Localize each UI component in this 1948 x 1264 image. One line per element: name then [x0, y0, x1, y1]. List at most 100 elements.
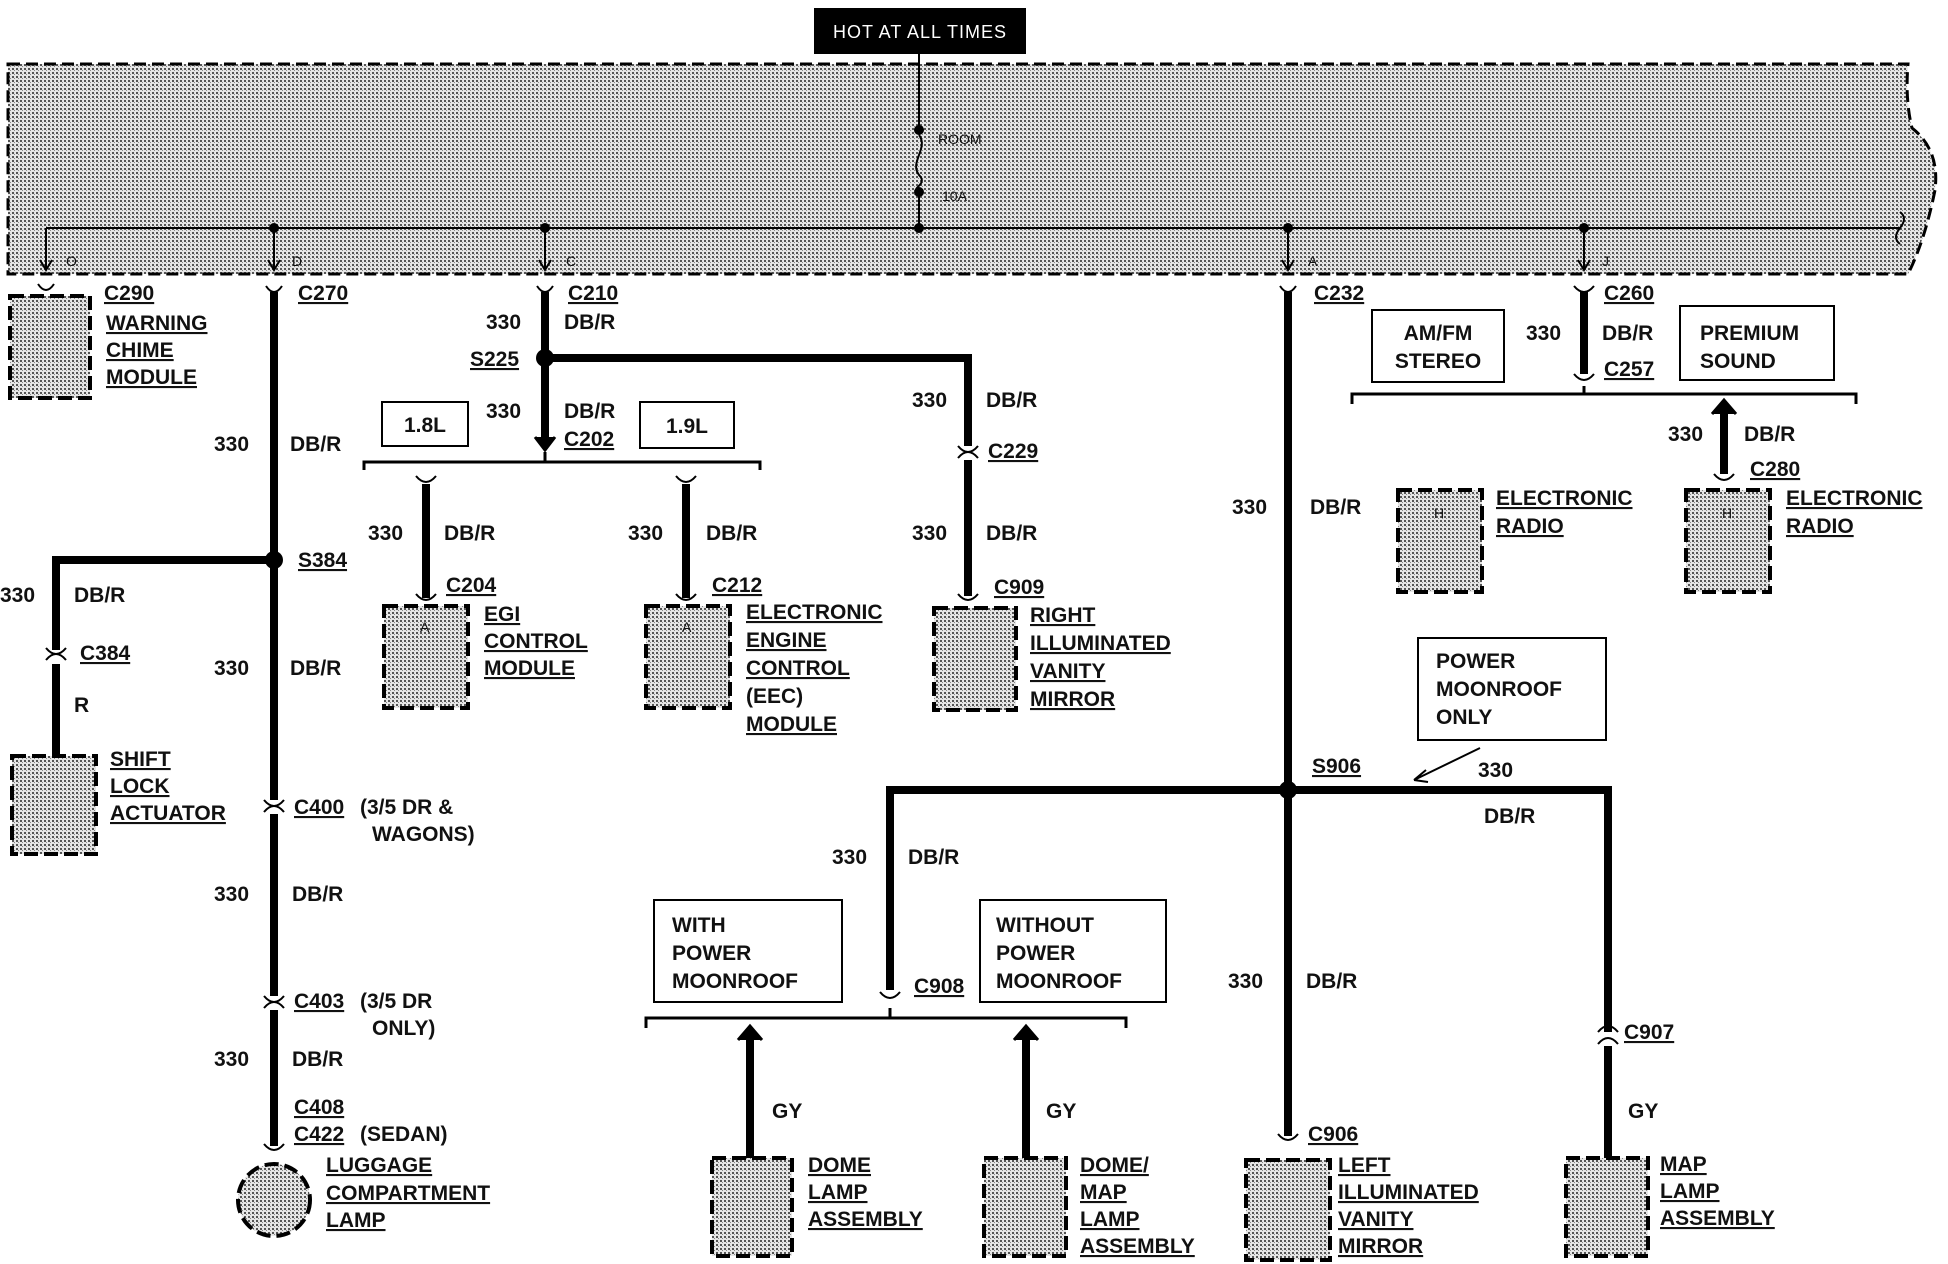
- c408-label: C408: [294, 1096, 345, 1119]
- wire-egi-circuit: 330: [368, 522, 403, 545]
- engine-bracket: [362, 452, 762, 470]
- luggage-line3: LAMP: [326, 1209, 386, 1232]
- pin-drop-j: [1577, 228, 1591, 272]
- c202-label: C202: [564, 428, 614, 451]
- fuse-label-amp: 10A: [942, 188, 968, 204]
- header-title: HOT AT ALL TIMES: [833, 22, 1007, 42]
- electronic-radio-premium: [1684, 488, 1772, 594]
- egi-line1: EGI: [484, 603, 520, 626]
- c907-label: C907: [1624, 1021, 1674, 1044]
- amfm-line1: AM/FM: [1404, 322, 1473, 345]
- dome-map-lamp-assembly: [982, 1156, 1068, 1258]
- c422-note: (SEDAN): [360, 1123, 448, 1146]
- c280-connector: [1713, 473, 1735, 481]
- radio2-line2: RADIO: [1786, 515, 1854, 538]
- without-line2: POWER: [996, 942, 1075, 965]
- wire-shift-circuit: 330: [0, 584, 35, 607]
- wire-domemap-gy: GY: [1046, 1100, 1076, 1123]
- c232-connector: [1279, 285, 1297, 293]
- pin-drop-a: [1281, 228, 1295, 272]
- c906-connector: [1277, 1133, 1299, 1141]
- eec-line1: ELECTRONIC: [746, 601, 883, 624]
- pin-d-label: D: [292, 253, 302, 269]
- warning-chime-line2: CHIME: [106, 339, 174, 362]
- c908-connector: [879, 991, 901, 999]
- box-without-moonroof: [979, 899, 1167, 1003]
- shift-lock-line3: ACTUATOR: [110, 802, 226, 825]
- wire-d-circuit-4: 330: [214, 1048, 249, 1071]
- moonroof-line1: POWER: [1436, 650, 1515, 673]
- wire-a-color-2: DB/R: [1306, 970, 1357, 993]
- box-with-moonroof: [653, 899, 843, 1003]
- moonroof-pointer: [1413, 747, 1481, 783]
- moonroof-bracket: [644, 1008, 1128, 1028]
- radio1-line2: RADIO: [1496, 515, 1564, 538]
- c257-connector: [1573, 373, 1595, 381]
- wire-d-color-1: DB/R: [290, 433, 341, 456]
- wire-shift-branch: [52, 556, 274, 650]
- wire-c-color-1: DB/R: [564, 311, 615, 334]
- wire-shift-r-label: R: [74, 694, 89, 717]
- wire-s225-right: [545, 354, 972, 446]
- shift-lock-actuator: [10, 754, 98, 856]
- s225-label: S225: [470, 348, 519, 371]
- radio-bracket: [1350, 386, 1858, 404]
- c908-label: C908: [914, 975, 965, 998]
- wire-egi-color: DB/R: [444, 522, 495, 545]
- box-amfm-stereo: [1371, 309, 1505, 383]
- radio2-pin-label: H: [1722, 505, 1732, 521]
- shift-lock-line1: SHIFT: [110, 748, 171, 771]
- without-line3: MOONROOF: [996, 970, 1122, 993]
- wire-a-circuit-2: 330: [1228, 970, 1263, 993]
- wire-a-color-1: DB/R: [1310, 496, 1361, 519]
- luggage-compartment-lamp: [236, 1162, 312, 1238]
- c907-connector: [1597, 1025, 1619, 1045]
- eec-pin-label: A: [682, 619, 692, 635]
- wire-c908-color: DB/R: [908, 846, 959, 869]
- wire-d-color-3: DB/R: [292, 883, 343, 906]
- domemap-arrow: [1012, 1023, 1040, 1041]
- lv-line3: VANITY: [1338, 1208, 1413, 1231]
- lv-line4: MIRROR: [1338, 1235, 1423, 1258]
- egi-pin-label: A: [420, 619, 430, 635]
- c403-note-1: (3/5 DR: [360, 990, 432, 1013]
- pin-drop-d: [267, 228, 281, 272]
- wire-c-circuit-1: 330: [486, 311, 521, 334]
- s906-label: S906: [1312, 755, 1361, 778]
- wire-c908-circuit: 330: [832, 846, 867, 869]
- wire-shift-color: DB/R: [74, 584, 125, 607]
- egi-line3: MODULE: [484, 657, 575, 680]
- bus-end-break: [1895, 211, 1905, 245]
- bus-dot-fuse: [914, 223, 924, 233]
- c400-label: C400: [294, 796, 344, 819]
- left-vanity-mirror: [1244, 1158, 1332, 1262]
- box-18l: [381, 401, 469, 447]
- wire-eec-color: DB/R: [706, 522, 757, 545]
- wire-map-gy: GY: [1628, 1100, 1658, 1123]
- radio2-arrow: [1710, 397, 1738, 415]
- c204-label: C204: [446, 574, 497, 597]
- c403-connector: [263, 995, 285, 1009]
- luggage-line2: COMPARTMENT: [326, 1182, 490, 1205]
- map-line1: MAP: [1660, 1153, 1707, 1176]
- c408-connector: [263, 1143, 285, 1151]
- map-line3: ASSEMBLY: [1660, 1207, 1775, 1230]
- c212-label: C212: [712, 574, 762, 597]
- egi-top-connector: [415, 475, 437, 483]
- pin-a-label: A: [1308, 253, 1318, 269]
- with-line1: WITH: [672, 914, 726, 937]
- c290-connector: [37, 283, 55, 291]
- pin-j-label: J: [1602, 253, 1609, 269]
- wire-rv-color-2: DB/R: [986, 522, 1037, 545]
- pin-drop-c: [538, 228, 552, 272]
- eec-line5: MODULE: [746, 713, 837, 736]
- wire-d-color-4: DB/R: [292, 1048, 343, 1071]
- c232-label: C232: [1314, 282, 1364, 305]
- box-19l: [639, 401, 735, 449]
- electronic-radio-amfm: [1396, 488, 1484, 594]
- wire-c-circuit-2: 330: [486, 400, 521, 423]
- wire-radio2-color: DB/R: [1744, 423, 1795, 446]
- c270-connector: [265, 285, 283, 293]
- c229-label: C229: [988, 440, 1038, 463]
